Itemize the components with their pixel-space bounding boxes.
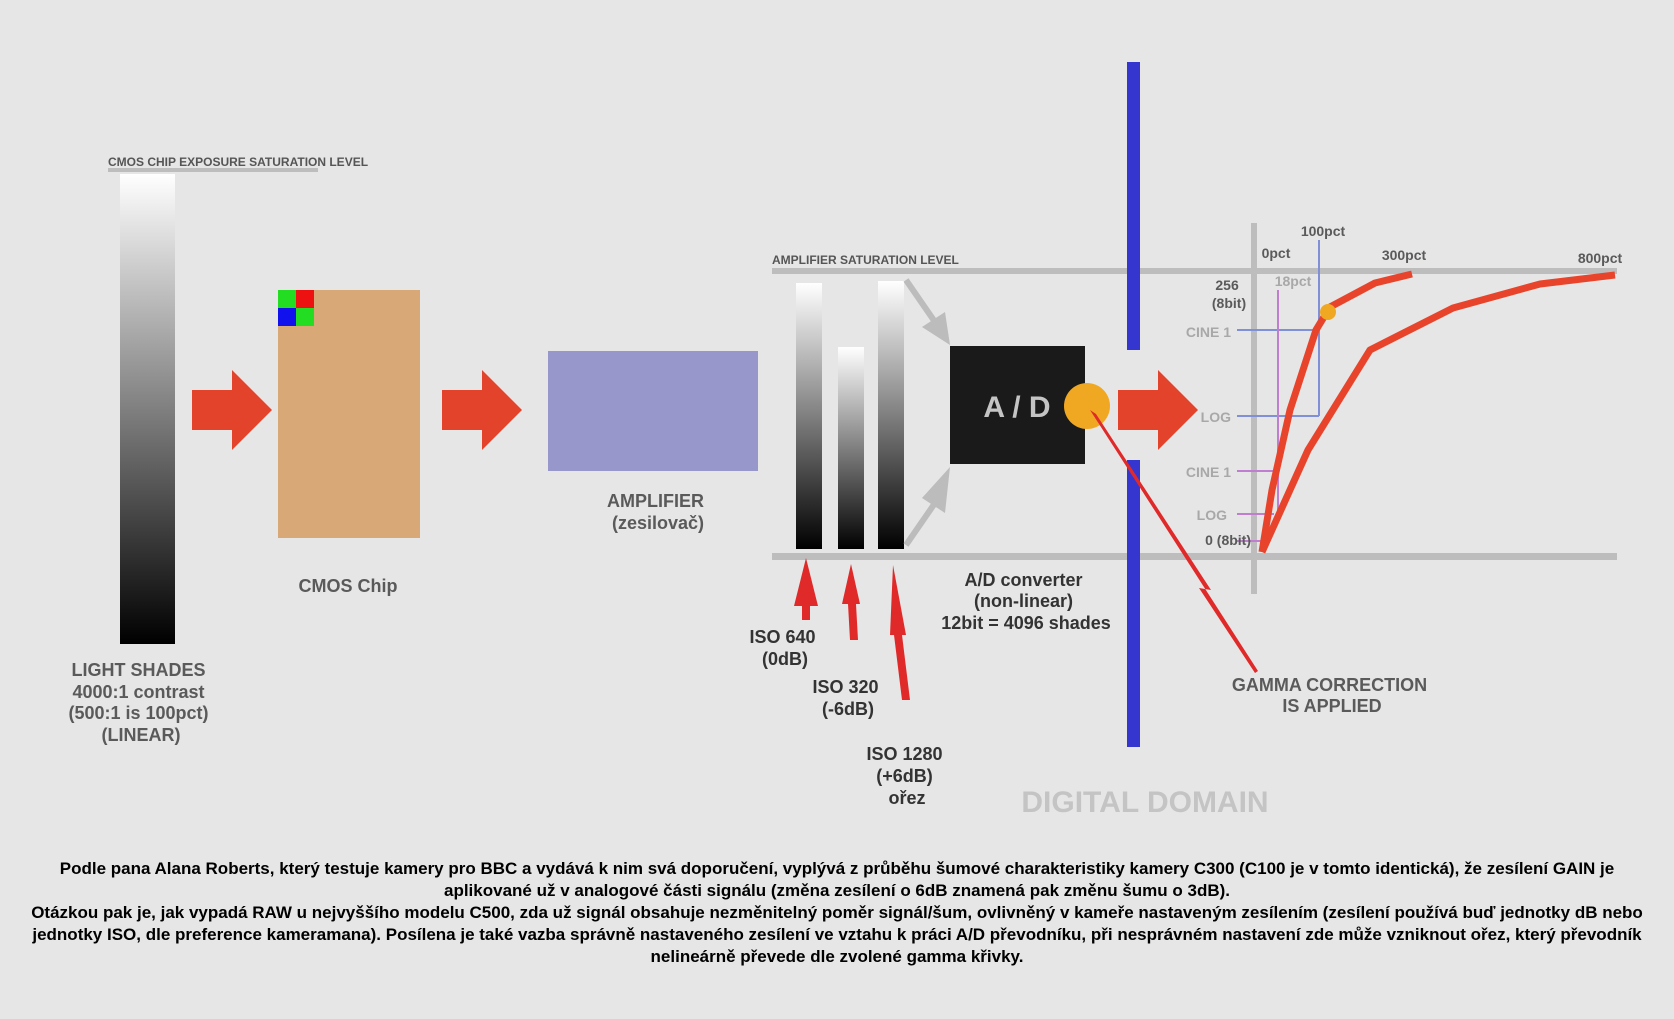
- digital-domain-label: DIGITAL DOMAIN: [1021, 786, 1268, 819]
- flow-arrow-2: [442, 370, 522, 450]
- cine1-upper-label: CINE 1: [1186, 324, 1231, 340]
- ad-converter-block: [950, 346, 1085, 464]
- bayer-green-pixel: [296, 308, 314, 326]
- signal-chain-diagram: CMOS CHIP EXPOSURE SATURATION LEVEL LIGH…: [68, 62, 1623, 819]
- cine1-lower-label: CINE 1: [1186, 464, 1231, 480]
- light-shades-label: LIGHT SHADES 4000:1 contrast (500:1 is 1…: [68, 660, 213, 745]
- pct-300-label: 300pct: [1382, 247, 1427, 263]
- caption-paragraph-2: Otázkou pak je, jak vypadá RAW u nejvyšš…: [31, 903, 1643, 966]
- zero-level-line: [772, 553, 1617, 560]
- curve-100pct-dot: [1320, 304, 1336, 320]
- curve-vertical-axis: [1251, 223, 1257, 594]
- amplifier-saturation-line: [772, 268, 1617, 274]
- log-gamma-curve: [1258, 271, 1616, 554]
- log-upper-label: LOG: [1201, 409, 1231, 425]
- zero-label: 0 (8bit): [1205, 532, 1251, 548]
- caption-text: Podle pana Alana Roberts, který testuje …: [20, 858, 1654, 968]
- flow-arrow-1: [192, 370, 272, 450]
- gain-bar-iso-1280: [878, 281, 904, 549]
- gray-arrow-upper: [903, 278, 950, 345]
- iso-320-arrow: [842, 564, 860, 640]
- digital-domain-divider-top: [1127, 62, 1140, 350]
- caption-paragraph-1: Podle pana Alana Roberts, který testuje …: [59, 859, 1615, 900]
- gray-arrow-lower: [903, 467, 950, 547]
- gamma-pointer: [1090, 410, 1258, 673]
- top-value-label: 256 (8bit): [1212, 277, 1246, 311]
- ad-converter-label: A/D converter (non-linear) 12bit = 4096 …: [941, 570, 1111, 633]
- pct-0-label: 0pct: [1262, 245, 1291, 261]
- gamma-correction-label: GAMMA CORRECTION IS APPLIED: [1232, 675, 1432, 716]
- light-shades-gradient: [120, 174, 175, 644]
- flow-arrow-3: [1118, 370, 1198, 450]
- digital-domain-divider-bottom: [1127, 460, 1140, 747]
- amplifier-saturation-label: AMPLIFIER SATURATION LEVEL: [772, 253, 959, 267]
- iso-1280-arrow: [890, 565, 910, 700]
- iso-1280-label: ISO 1280 (+6dB) ořez: [866, 744, 947, 808]
- bayer-red-pixel: [296, 290, 314, 308]
- amplifier-block: [548, 351, 758, 471]
- bayer-green-pixel: [278, 290, 296, 308]
- pct-800-label: 800pct: [1578, 250, 1623, 266]
- cine1-gamma-curve: [1258, 270, 1413, 553]
- gain-bar-iso-320: [838, 347, 864, 549]
- log-lower-label: LOG: [1197, 507, 1227, 523]
- amplifier-label: AMPLIFIER (zesilovač): [607, 491, 709, 533]
- iso-320-label: ISO 320 (-6dB): [812, 677, 883, 719]
- gamma-dot: [1064, 383, 1110, 429]
- cmos-saturation-label: CMOS CHIP EXPOSURE SATURATION LEVEL: [108, 155, 368, 169]
- ad-block-label: A / D: [983, 391, 1050, 424]
- pct-18-label: 18pct: [1275, 273, 1312, 289]
- cmos-saturation-line: [108, 168, 318, 172]
- bayer-blue-pixel: [278, 308, 296, 326]
- cmos-chip-label: CMOS Chip: [299, 576, 398, 596]
- iso-640-label: ISO 640 (0dB): [749, 627, 820, 669]
- gain-bar-iso-640: [796, 283, 822, 549]
- cmos-chip-block: [278, 290, 420, 538]
- pct-100-label: 100pct: [1301, 223, 1346, 239]
- iso-640-arrow: [794, 558, 818, 620]
